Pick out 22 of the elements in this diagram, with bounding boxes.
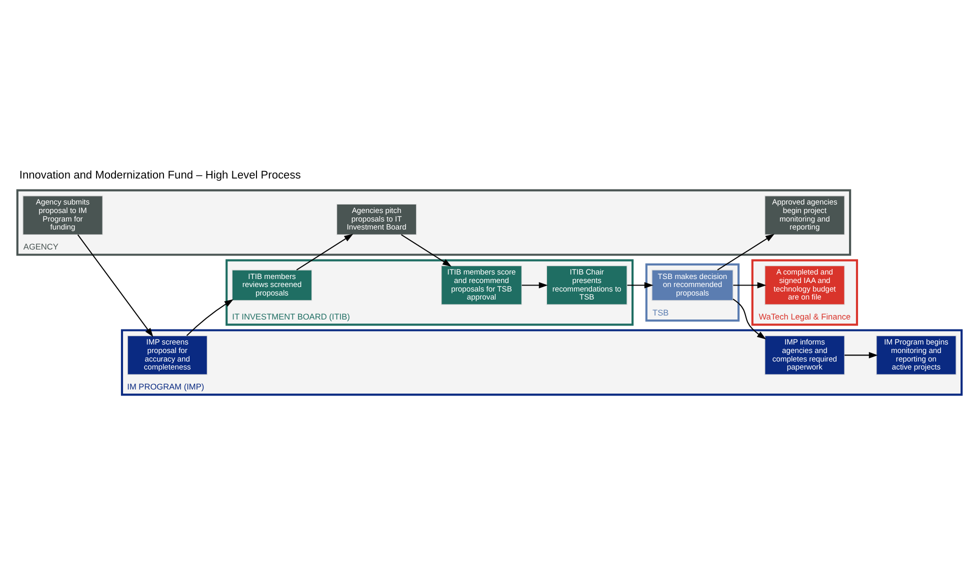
node-box: TSB makes decision on recommended proposals: [652, 270, 734, 301]
node-box: Agency submits proposal to IM Program for funding: [22, 196, 103, 235]
node-box: ITIB Chair presents recommendations to TSB: [546, 265, 628, 305]
node-box: IM Program begins monitoring and reporting on active projects: [876, 335, 956, 375]
arrow: [296, 234, 354, 270]
arrow: [732, 298, 766, 340]
arrow: [627, 282, 654, 288]
arrow: [77, 234, 154, 337]
node-box: IMP screens proposal for accuracy and completeness: [127, 335, 208, 375]
node-box: ITIB members reviews screened proposals: [232, 270, 312, 301]
arrow: [844, 352, 878, 358]
node-box: ITIB members score and recommend proposals for TSB approval: [441, 265, 522, 305]
arrow: [186, 299, 234, 336]
arrow: [733, 282, 766, 288]
node-box: IMP informs agencies and completes required paperwork: [764, 335, 845, 375]
arrow: [522, 282, 548, 288]
node-box: A completed and signed IAA and technology budget are on file: [764, 265, 845, 305]
arrow: [401, 234, 452, 267]
node-box: Approved agencies begin project monitoring and reporting: [764, 196, 845, 235]
node-box: Agencies pitch proposals to IT Investment Board: [336, 204, 417, 235]
arrow: [717, 234, 775, 270]
diagram-title: Innovation and Modernization Fund – High Level Process: [19, 169, 301, 182]
